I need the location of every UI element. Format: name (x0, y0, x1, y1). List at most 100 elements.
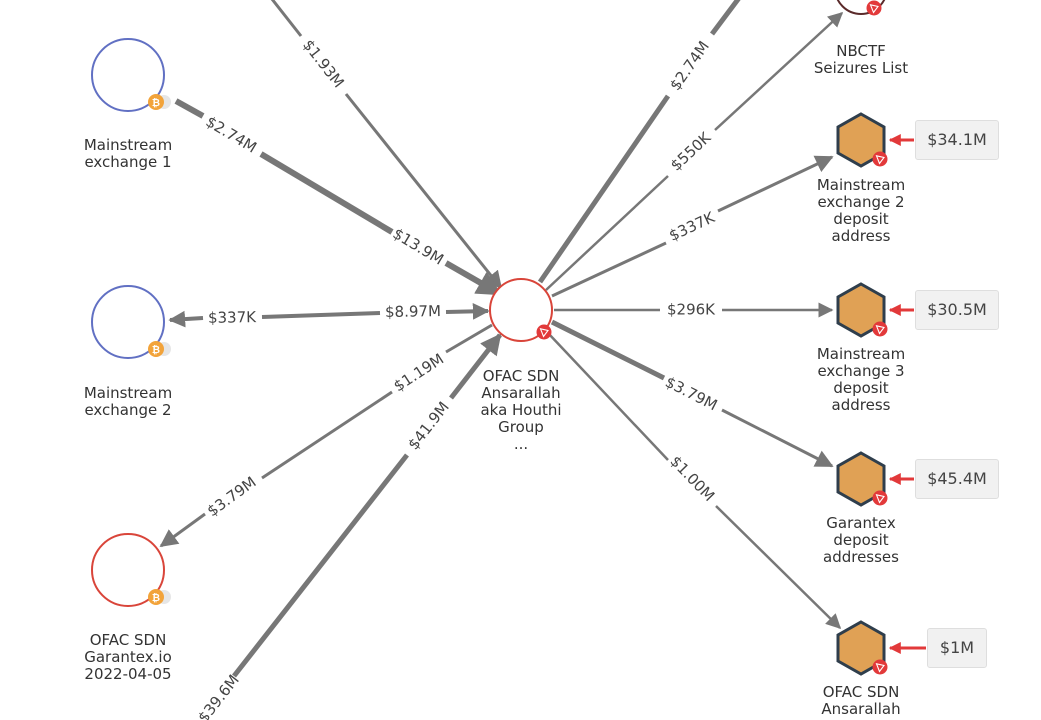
edge-center-topright[interactable] (710, 0, 742, 36)
center-node-label: OFAC SDN Ansarallah aka Houthi Group ... (461, 368, 581, 453)
edge-label: $296K (667, 301, 716, 319)
edge-bottom-center[interactable] (449, 333, 502, 400)
mainstream-exchange-2-deposit-node[interactable] (836, 112, 888, 168)
svg-text:₿: ₿ (152, 592, 160, 604)
label-line: Mainstream (816, 176, 906, 194)
svg-text:₿: ₿ (152, 344, 160, 356)
edge-center-nbctf[interactable] (714, 11, 844, 131)
label-line: address (831, 227, 891, 245)
label-line: Mainstream (816, 345, 906, 363)
edge-center-topright[interactable] (537, 94, 671, 284)
ansarallah-bottom-label: OFAC SDN Ansarallah (796, 684, 926, 718)
value-box-ansarallah[interactable]: $1M (927, 628, 987, 668)
label-line: 2022-04-05 (84, 665, 172, 683)
label-line: exchange 2 (817, 193, 905, 211)
edge-label: $1.00M (666, 452, 718, 505)
label-line: Seizures List (813, 59, 909, 77)
label-line: Mainstream (83, 384, 173, 402)
label-line: Group (498, 418, 544, 436)
label-line: Ansarallah (481, 384, 561, 402)
edge-label: $550K (667, 128, 715, 175)
bitcoin-icon: ₿ (148, 94, 164, 110)
edge-center-ansarallah[interactable] (715, 505, 842, 630)
tron-icon (536, 324, 552, 340)
label-line: deposit (833, 379, 889, 397)
edge-top-left[interactable] (268, 0, 303, 37)
edge-center-garantex[interactable] (261, 390, 393, 480)
tron-icon (866, 0, 882, 16)
edge-bottom-center[interactable] (232, 453, 409, 678)
edge-label: $3.79M (204, 473, 260, 520)
label-line: OFAC SDN (482, 367, 560, 385)
mainstream-exchange-2-node[interactable]: ₿ (91, 285, 171, 359)
bitcoin-icon: ₿ (148, 341, 164, 357)
label-line: OFAC SDN (89, 631, 167, 649)
ansarallah-bottom-node[interactable] (836, 620, 888, 676)
edge-center-garantexdep[interactable] (550, 319, 666, 381)
label-line: deposit (833, 531, 889, 549)
garantex-io-node[interactable]: ₿ (91, 533, 171, 607)
tron-icon (872, 151, 888, 167)
nbctf-label: NBCTF Seizures List (796, 43, 926, 77)
edge-center-garantex[interactable] (445, 323, 493, 354)
garantex-deposit-label: Garantex deposit addresses (796, 515, 926, 566)
label-line: exchange 1 (84, 153, 172, 171)
label-line: Ansarallah (821, 700, 901, 718)
label-line: Mainstream (83, 136, 173, 154)
edge-center-nbctf[interactable] (545, 175, 669, 291)
edge-label: $3.79M (662, 373, 720, 414)
label-line: ... (513, 435, 529, 453)
edge-label: $8.97M (385, 302, 441, 321)
mainstream-exchange-3-deposit-node[interactable] (836, 282, 888, 338)
edge-label: $1.19M (390, 350, 447, 396)
edge-top-left[interactable] (344, 93, 503, 290)
label-line: OFAC SDN (822, 683, 900, 701)
edge-center-ex2[interactable] (168, 310, 204, 328)
mainstream-exchange-1-node[interactable]: ₿ (91, 38, 171, 112)
edge-label: $13.9M (390, 224, 447, 268)
mainstream-exchange-2-label: Mainstream exchange 2 (58, 385, 198, 419)
edge-ex1-center[interactable] (259, 151, 394, 235)
edge-ex1-center[interactable] (174, 98, 205, 119)
edge-center-me2dep[interactable] (551, 241, 667, 298)
nbctf-node[interactable] (835, 0, 887, 16)
edge-label: $2.74M (203, 112, 260, 156)
value-box-me2dep[interactable]: $34.1M (915, 120, 999, 160)
value-box-garantexdep[interactable]: $45.4M (915, 459, 999, 499)
mainstream-exchange-3-deposit-label: Mainstream exchange 3 deposit address (796, 346, 926, 414)
garantex-deposit-node[interactable] (836, 451, 888, 507)
edge-label: $1.93M (299, 36, 348, 91)
garantex-io-label: OFAC SDN Garantex.io 2022-04-05 (58, 632, 198, 683)
edge-center-garantexdep[interactable] (721, 408, 834, 468)
value-box-me3dep[interactable]: $30.5M (915, 290, 999, 330)
label-line: NBCTF (836, 42, 886, 60)
edge-label: $337K (208, 308, 257, 327)
label-line: address (831, 396, 891, 414)
mainstream-exchange-1-label: Mainstream exchange 1 (58, 137, 198, 171)
mainstream-exchange-2-deposit-label: Mainstream exchange 2 deposit address (796, 177, 926, 245)
tron-icon (872, 490, 888, 506)
edge-center-ansarallah[interactable] (547, 332, 669, 461)
svg-text:₿: ₿ (152, 97, 160, 109)
edge-label: $2.74M (666, 38, 713, 94)
tron-icon (872, 321, 888, 337)
label-line: Garantex (826, 514, 896, 532)
label-line: aka Houthi (480, 401, 562, 419)
edges (159, 0, 926, 678)
label-line: deposit (833, 210, 889, 228)
edge-center-me2dep[interactable] (717, 155, 834, 213)
edge-ex1-center[interactable] (444, 260, 503, 297)
label-line: exchange 3 (817, 362, 905, 380)
edge-ex2-center[interactable] (445, 302, 490, 320)
edge-center-garantex[interactable] (159, 512, 206, 548)
edge-center-ex2[interactable] (261, 311, 381, 319)
label-line: addresses (823, 548, 899, 566)
edge-label: $41.9M (404, 398, 453, 453)
tron-icon (872, 659, 888, 675)
edge-label: $337K (666, 208, 718, 245)
edge-label: $39.6M (194, 671, 243, 720)
bitcoin-icon: ₿ (148, 589, 164, 605)
label-line: Garantex.io (84, 648, 172, 666)
center-node[interactable] (489, 278, 553, 342)
